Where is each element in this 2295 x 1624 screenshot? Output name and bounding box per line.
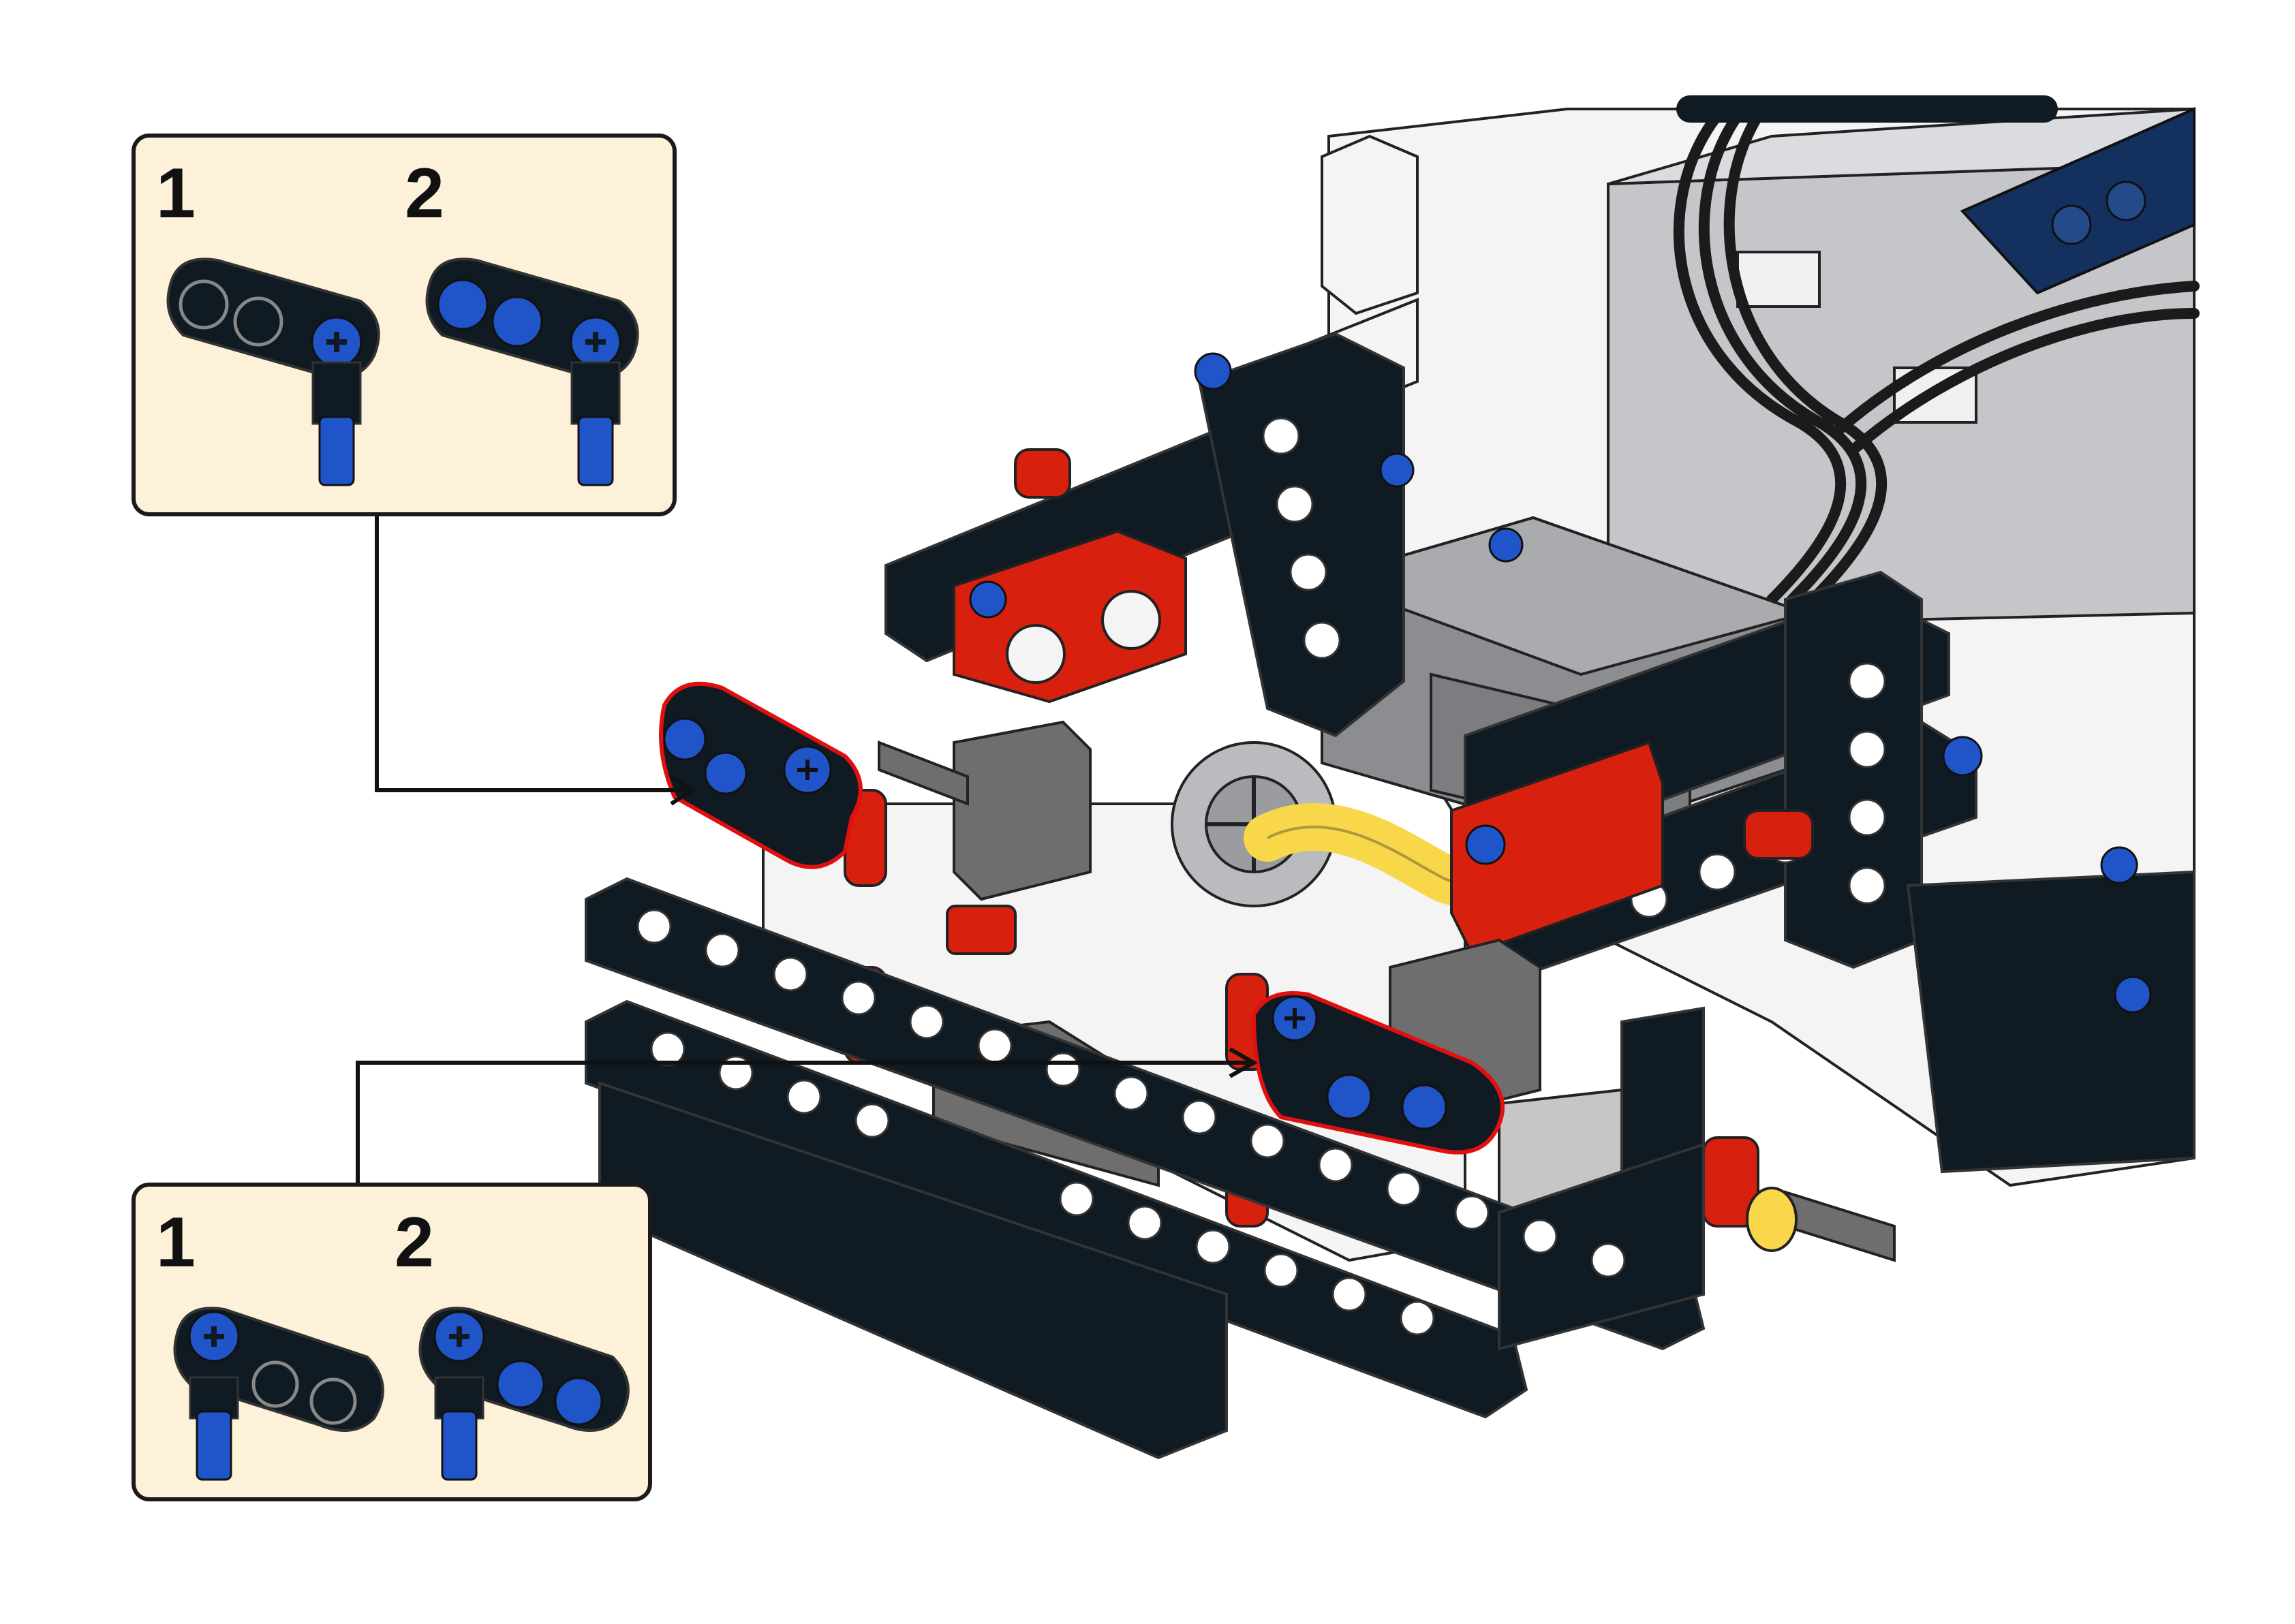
cables (1673, 95, 2200, 605)
callout-box-bottom: 1 2 (132, 1183, 652, 1501)
substep-number-1: 1 (156, 154, 196, 233)
arrowheads (670, 775, 1259, 1078)
new-part-top-highlight (659, 681, 863, 869)
blue-pins (969, 352, 2152, 1014)
substep-number-1: 1 (156, 1203, 196, 1282)
substep-number-2: 2 (405, 154, 444, 233)
liftarm-one-pin-mirrored-icon (163, 1282, 395, 1493)
substep-number-2: 2 (395, 1203, 434, 1282)
dark-blue-beam (1960, 106, 2196, 295)
axle-with-bush (878, 740, 1896, 1262)
liftarm-three-pins-mirrored-icon (408, 1282, 640, 1493)
callout-connectors (356, 516, 1250, 1183)
liftarm-three-pins-icon (415, 240, 647, 499)
callout-box-top: 1 2 (132, 134, 677, 516)
new-part-bottom-highlight (1251, 991, 1505, 1155)
liftarm-one-pin-icon (156, 240, 388, 499)
